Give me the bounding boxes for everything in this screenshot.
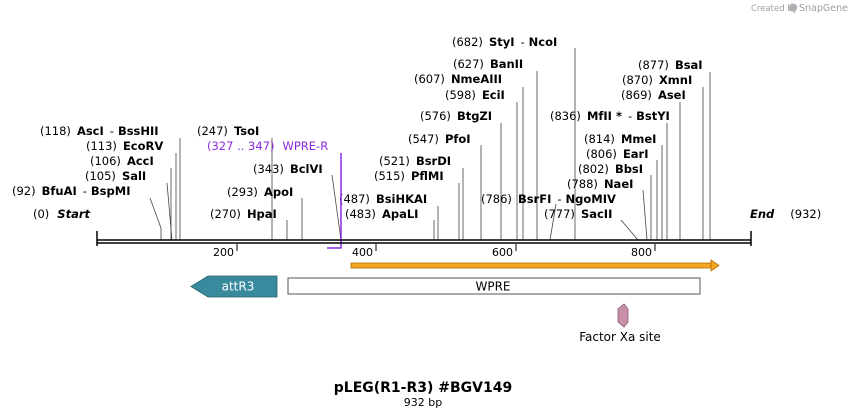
site-label: (113)EcoRV — [86, 139, 163, 153]
snapgene-logo-icon — [789, 3, 797, 12]
site-label: (247)TsoI — [197, 124, 259, 138]
site-label: (118)AscI-BssHII — [40, 124, 159, 138]
site-label: (515)PflMI — [374, 169, 444, 183]
site-label: (877)BsaI — [638, 58, 703, 72]
orf-arrow[interactable] — [350, 259, 720, 272]
map-title: pLEG(R1-R3) #BGV149 — [334, 380, 512, 396]
site-label: (869)AseI — [621, 88, 686, 102]
factor-xa-marker-icon — [617, 303, 629, 328]
site-label: (788)NaeI — [567, 177, 633, 191]
ruler-tick-label: 600 — [492, 246, 513, 259]
primer-label: (327 .. 347)WPRE-R — [207, 139, 328, 153]
start-label: (0)Start — [33, 207, 91, 221]
site-label: (270)HpaI — [210, 207, 277, 221]
feature-label: Factor Xa site — [579, 330, 661, 344]
site-label: (105)SalI — [85, 169, 146, 183]
snapgene-credit: Created by SnapGene — [751, 3, 848, 14]
site-label: (777)SacII — [544, 207, 612, 221]
credit-brand: SnapGene — [799, 3, 848, 14]
site-label: (814)MmeI — [584, 132, 656, 146]
sequence-length: 932 bp — [404, 396, 442, 409]
site-label: (607)NmeAIII — [414, 72, 502, 86]
ruler: 200 400 600 800 — [213, 244, 656, 259]
site-label: (786)BsrFI-NgoMIV — [481, 192, 616, 206]
site-label: (836)MfII *-BstYI — [550, 109, 670, 123]
ruler-tick-label: 400 — [352, 246, 373, 259]
restriction-site-labels: (118)AscI-BssHII (113)EcoRV (106)AccI (1… — [12, 35, 703, 221]
site-label: (521)BsrDI — [379, 154, 451, 168]
sequence-backbone — [96, 231, 752, 246]
ruler-tick-label: 200 — [213, 246, 234, 259]
site-leader-lines — [149, 48, 711, 241]
end-label: End(932) — [750, 207, 821, 221]
site-label: (547)PfoI — [408, 132, 471, 146]
site-label: (806)EarI — [586, 147, 649, 161]
site-label: (106)AccI — [90, 154, 154, 168]
site-label: (598)EciI — [445, 88, 505, 102]
primer-arrow-icon — [327, 153, 342, 249]
feature-factor-xa-site[interactable]: Factor Xa site — [579, 303, 661, 344]
site-label: (343)BclVI — [253, 162, 323, 176]
site-label: (870)XmnI — [622, 73, 692, 87]
site-label: (483)ApaLI — [345, 207, 418, 221]
credit-prefix: Created by — [751, 4, 798, 14]
feature-label: attR3 — [222, 280, 255, 294]
site-label: (682)StyI-NcoI — [452, 35, 557, 49]
ruler-tick-label: 800 — [631, 246, 652, 259]
site-label: (487)BsiHKAI — [339, 192, 427, 206]
site-label: (576)BtgZI — [420, 109, 492, 123]
feature-label: WPRE — [475, 280, 510, 294]
site-label: (627)BanII — [453, 57, 523, 71]
feature-attR3[interactable]: attR3 — [190, 275, 278, 298]
primer-wpre-r[interactable]: (327 .. 347)WPRE-R — [207, 139, 342, 249]
site-label: (293)ApoI — [227, 185, 293, 199]
site-label: (802)BbsI — [578, 162, 643, 176]
feature-wpre[interactable]: WPRE — [287, 277, 701, 295]
site-label: (92)BfuAI-BspMI — [12, 184, 130, 198]
